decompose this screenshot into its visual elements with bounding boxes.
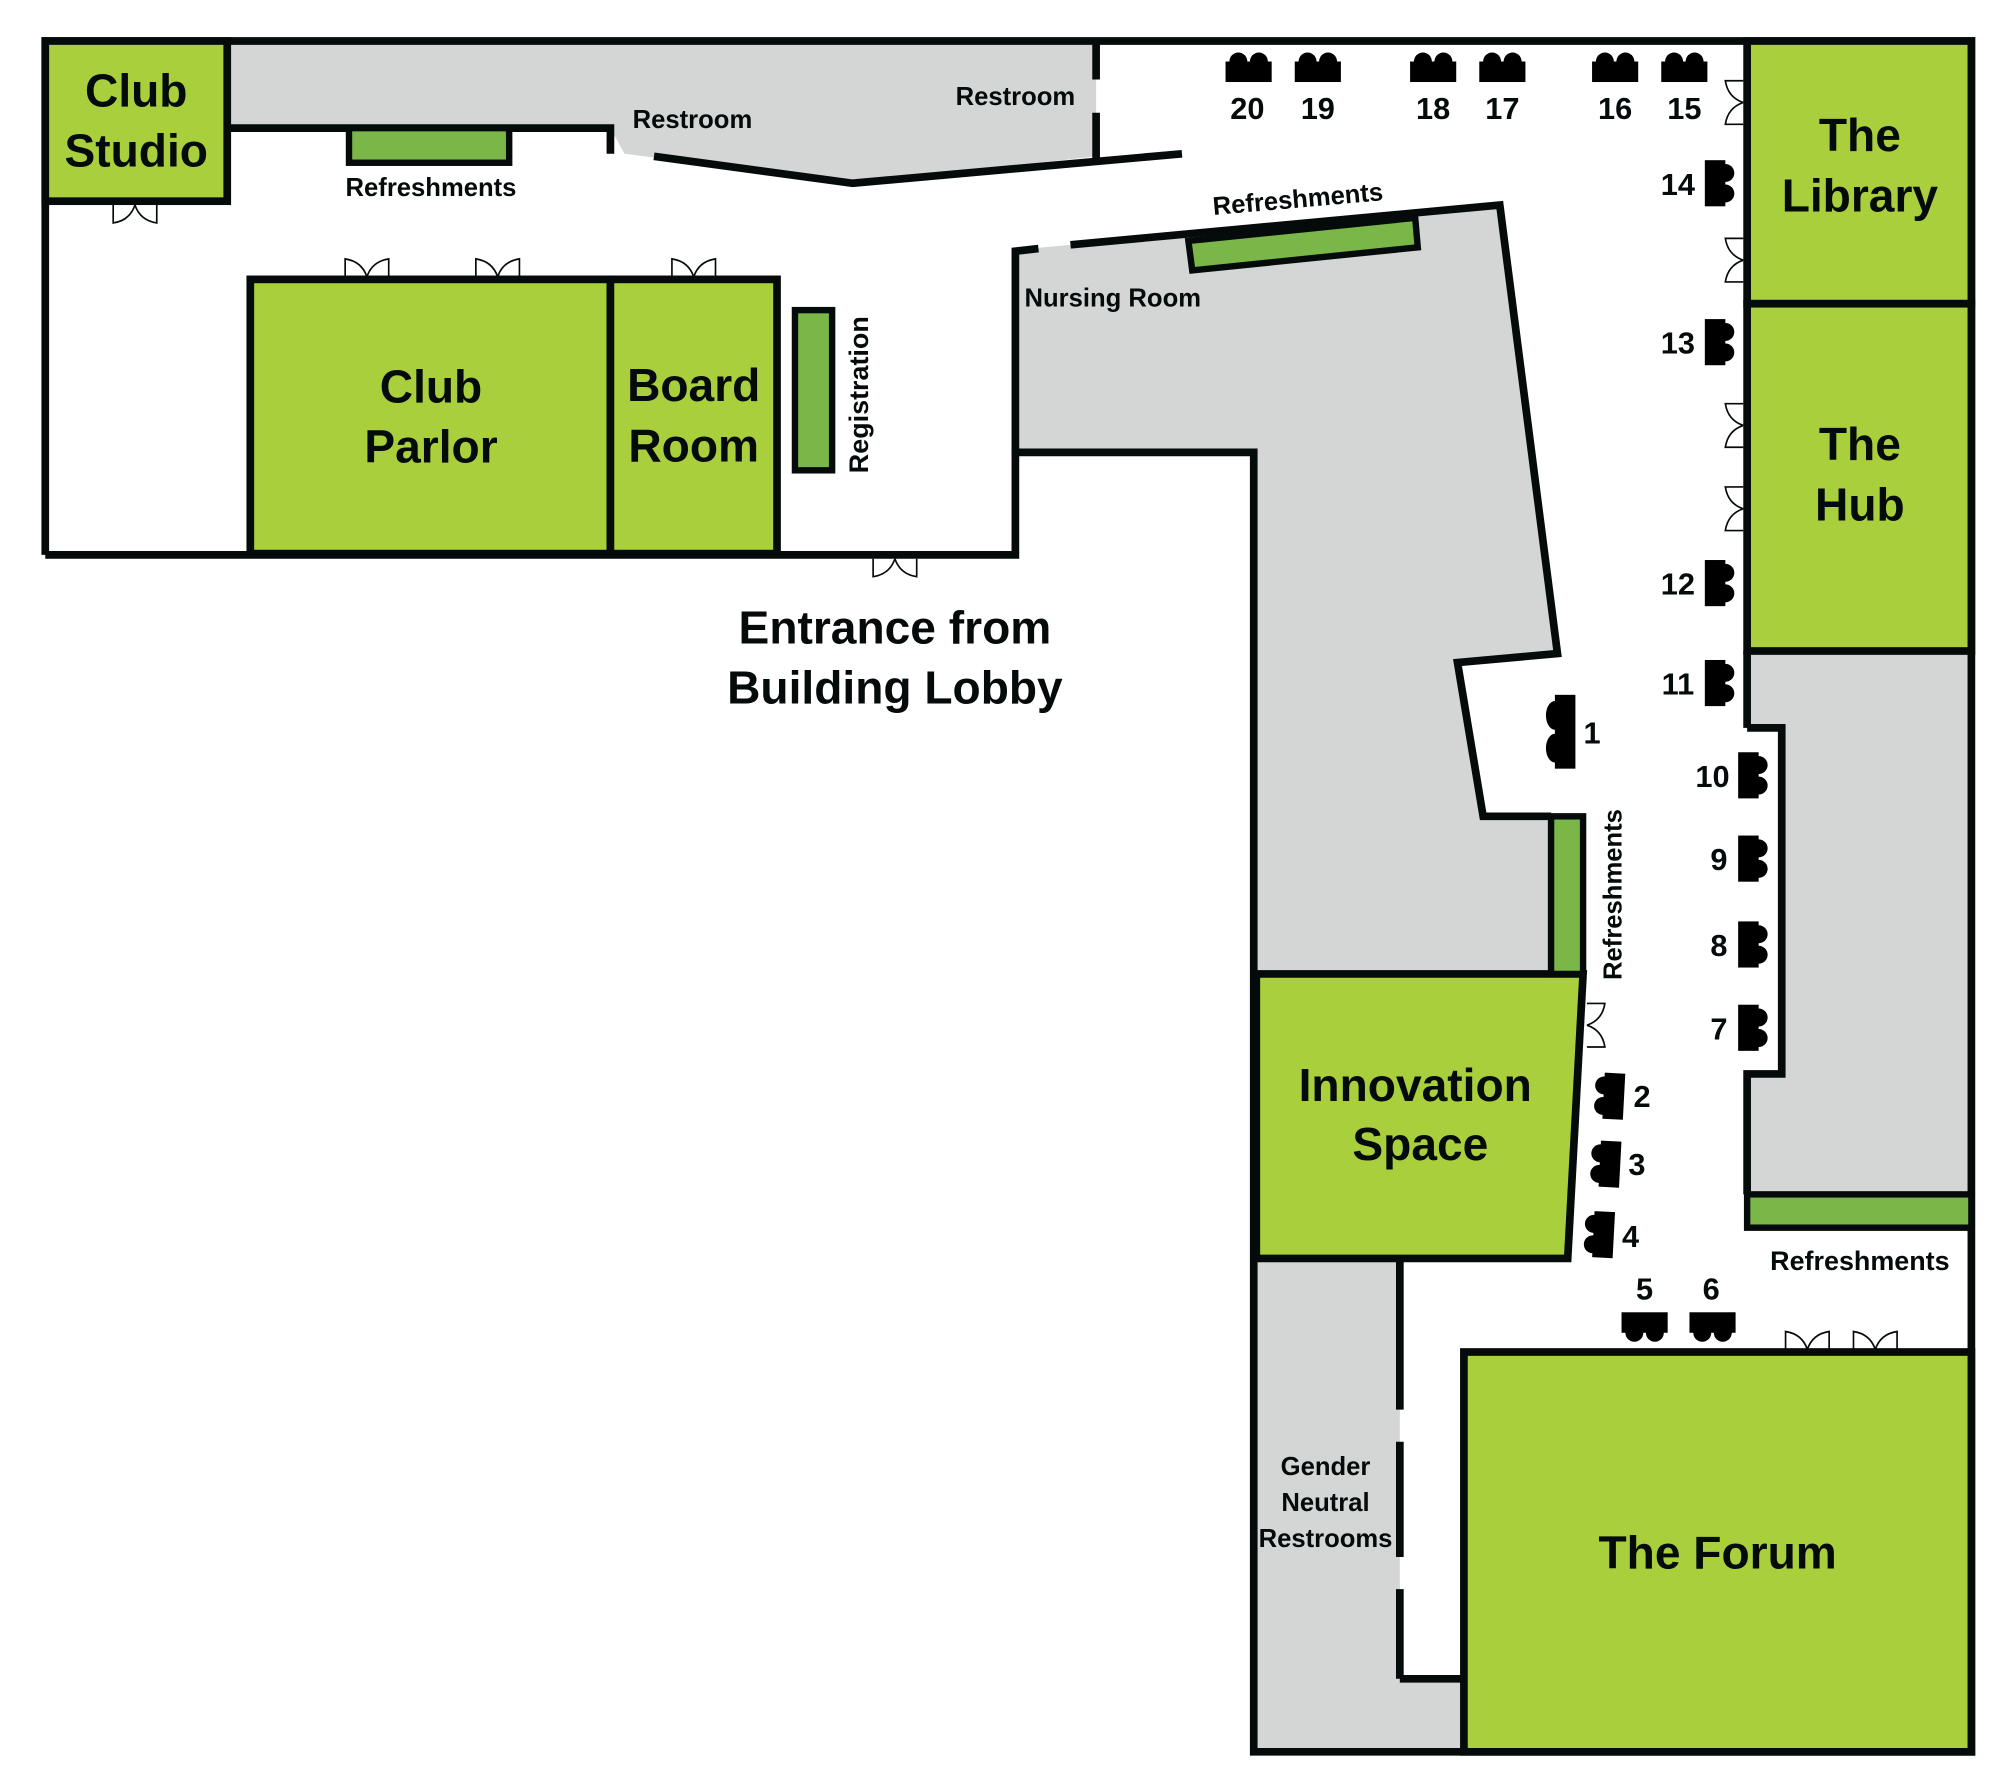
svg-text:Gender: Gender [1281,1453,1371,1481]
room-label: Room [628,419,759,471]
door-icon[interactable] [1724,486,1745,532]
kiosk-6[interactable]: 6 [1689,1271,1736,1342]
registration-label: Registration [844,316,874,473]
svg-text:14: 14 [1661,167,1695,202]
refreshments-table [345,124,513,166]
kiosk-12[interactable]: 12 [1661,560,1735,607]
room-the-forum[interactable]: The Forum [1460,1348,1976,1756]
svg-text:3: 3 [1628,1147,1645,1182]
room-the-hub[interactable]: The Hub [1743,299,1976,655]
nursing-room-label: Nursing Room [1025,284,1202,312]
svg-text:Neutral: Neutral [1281,1489,1369,1517]
right-service-area [1747,651,1972,1195]
kiosk-10[interactable]: 10 [1695,752,1768,799]
kiosk-17[interactable]: 17 [1479,52,1526,127]
room-club-parlor[interactable]: Club Parlor [246,275,615,558]
kiosk-19[interactable]: 19 [1294,52,1341,127]
nursing-room-area [1015,205,1558,974]
svg-text:13: 13 [1661,326,1695,361]
svg-text:16: 16 [1598,91,1632,126]
svg-text:18: 18 [1416,91,1450,126]
door-icon[interactable] [1724,237,1745,283]
room-label: Space [1352,1118,1488,1170]
door-icon[interactable] [475,258,521,278]
svg-text:9: 9 [1710,842,1727,877]
refreshments-table [1743,1191,1975,1231]
room-label: Library [1782,169,1939,221]
room-label: Studio [65,125,208,177]
entrance-label: Entrance from Building Lobby [727,601,1063,713]
kiosk-4[interactable]: 4 [1583,1210,1639,1259]
svg-text:17: 17 [1485,91,1519,126]
door-icon[interactable] [1586,1002,1606,1048]
svg-text:2: 2 [1633,1079,1650,1114]
room-board-room[interactable]: Board Room [606,275,781,558]
registration-table [791,306,836,474]
svg-text:6: 6 [1703,1271,1720,1306]
svg-text:Restrooms: Restrooms [1259,1525,1393,1553]
svg-text:8: 8 [1710,928,1727,963]
kiosk-11[interactable]: 11 [1662,659,1735,707]
refreshments-table [1547,813,1587,978]
refreshments-label: Refreshments [346,174,517,202]
restroom-label: Restroom [956,83,1076,111]
room-label: Board [627,359,760,411]
room-label: The [1819,418,1901,470]
restroom-label: Restroom [633,106,753,134]
svg-text:20: 20 [1230,91,1264,126]
restroom-area [227,44,1097,184]
svg-text:1: 1 [1584,715,1601,750]
room-the-library[interactable]: The Library [1743,37,1976,308]
svg-text:5: 5 [1636,1271,1653,1306]
room-innovation-space[interactable]: Innovation Space [1252,970,1588,1263]
door-icon[interactable] [671,258,717,278]
room-label: Parlor [364,421,497,473]
gender-neutral-restrooms-label: Gender Neutral Restrooms [1259,1453,1393,1553]
room-club-studio[interactable]: Club Studio [41,37,232,206]
kiosk-14[interactable]: 14 [1661,160,1735,207]
refreshments-label: Refreshments [1770,1246,1949,1276]
kiosk-20[interactable]: 20 [1225,52,1272,127]
kiosk-7[interactable]: 7 [1710,1004,1768,1051]
refreshments-table [1184,214,1422,274]
door-icon[interactable] [1784,1330,1830,1351]
kiosk-13[interactable]: 13 [1661,319,1735,366]
svg-text:19: 19 [1301,91,1335,126]
door-icon[interactable] [872,557,918,578]
kiosk-1[interactable]: 1 [1545,694,1601,769]
door-icon[interactable] [112,204,158,224]
kiosk-2[interactable]: 2 [1593,1072,1651,1120]
room-label: Club [380,360,482,412]
room-label: The [1819,109,1901,161]
kiosk-15[interactable]: 15 [1661,52,1708,127]
kiosk-8[interactable]: 8 [1710,921,1768,968]
room-label: The Forum [1598,1527,1836,1579]
room-label: Innovation [1299,1059,1532,1111]
door-icon[interactable] [1724,402,1745,449]
kiosk-9[interactable]: 9 [1710,835,1768,882]
door-icon[interactable] [1852,1330,1898,1351]
svg-text:Building Lobby: Building Lobby [727,662,1063,714]
svg-text:12: 12 [1661,567,1695,602]
svg-text:4: 4 [1622,1219,1639,1254]
kiosks: 1 2 3 4 5 6 7 8 9 10 11 12 13 14 15 16 1… [1225,52,1768,1342]
svg-text:11: 11 [1662,667,1695,702]
svg-text:7: 7 [1710,1011,1727,1046]
svg-text:Entrance from: Entrance from [739,601,1052,653]
gender-neutral-restrooms-area [1256,1258,1464,1752]
kiosk-18[interactable]: 18 [1410,52,1457,127]
kiosk-3[interactable]: 3 [1589,1140,1646,1188]
door-icon[interactable] [1724,79,1745,126]
kiosk-16[interactable]: 16 [1592,52,1639,127]
kiosk-5[interactable]: 5 [1621,1271,1668,1342]
room-label: Club [85,64,187,116]
svg-text:10: 10 [1695,759,1729,794]
refreshments-label: Refreshments [1600,809,1628,980]
svg-text:15: 15 [1667,91,1701,126]
room-label: Hub [1815,478,1905,530]
door-icon[interactable] [344,258,390,278]
